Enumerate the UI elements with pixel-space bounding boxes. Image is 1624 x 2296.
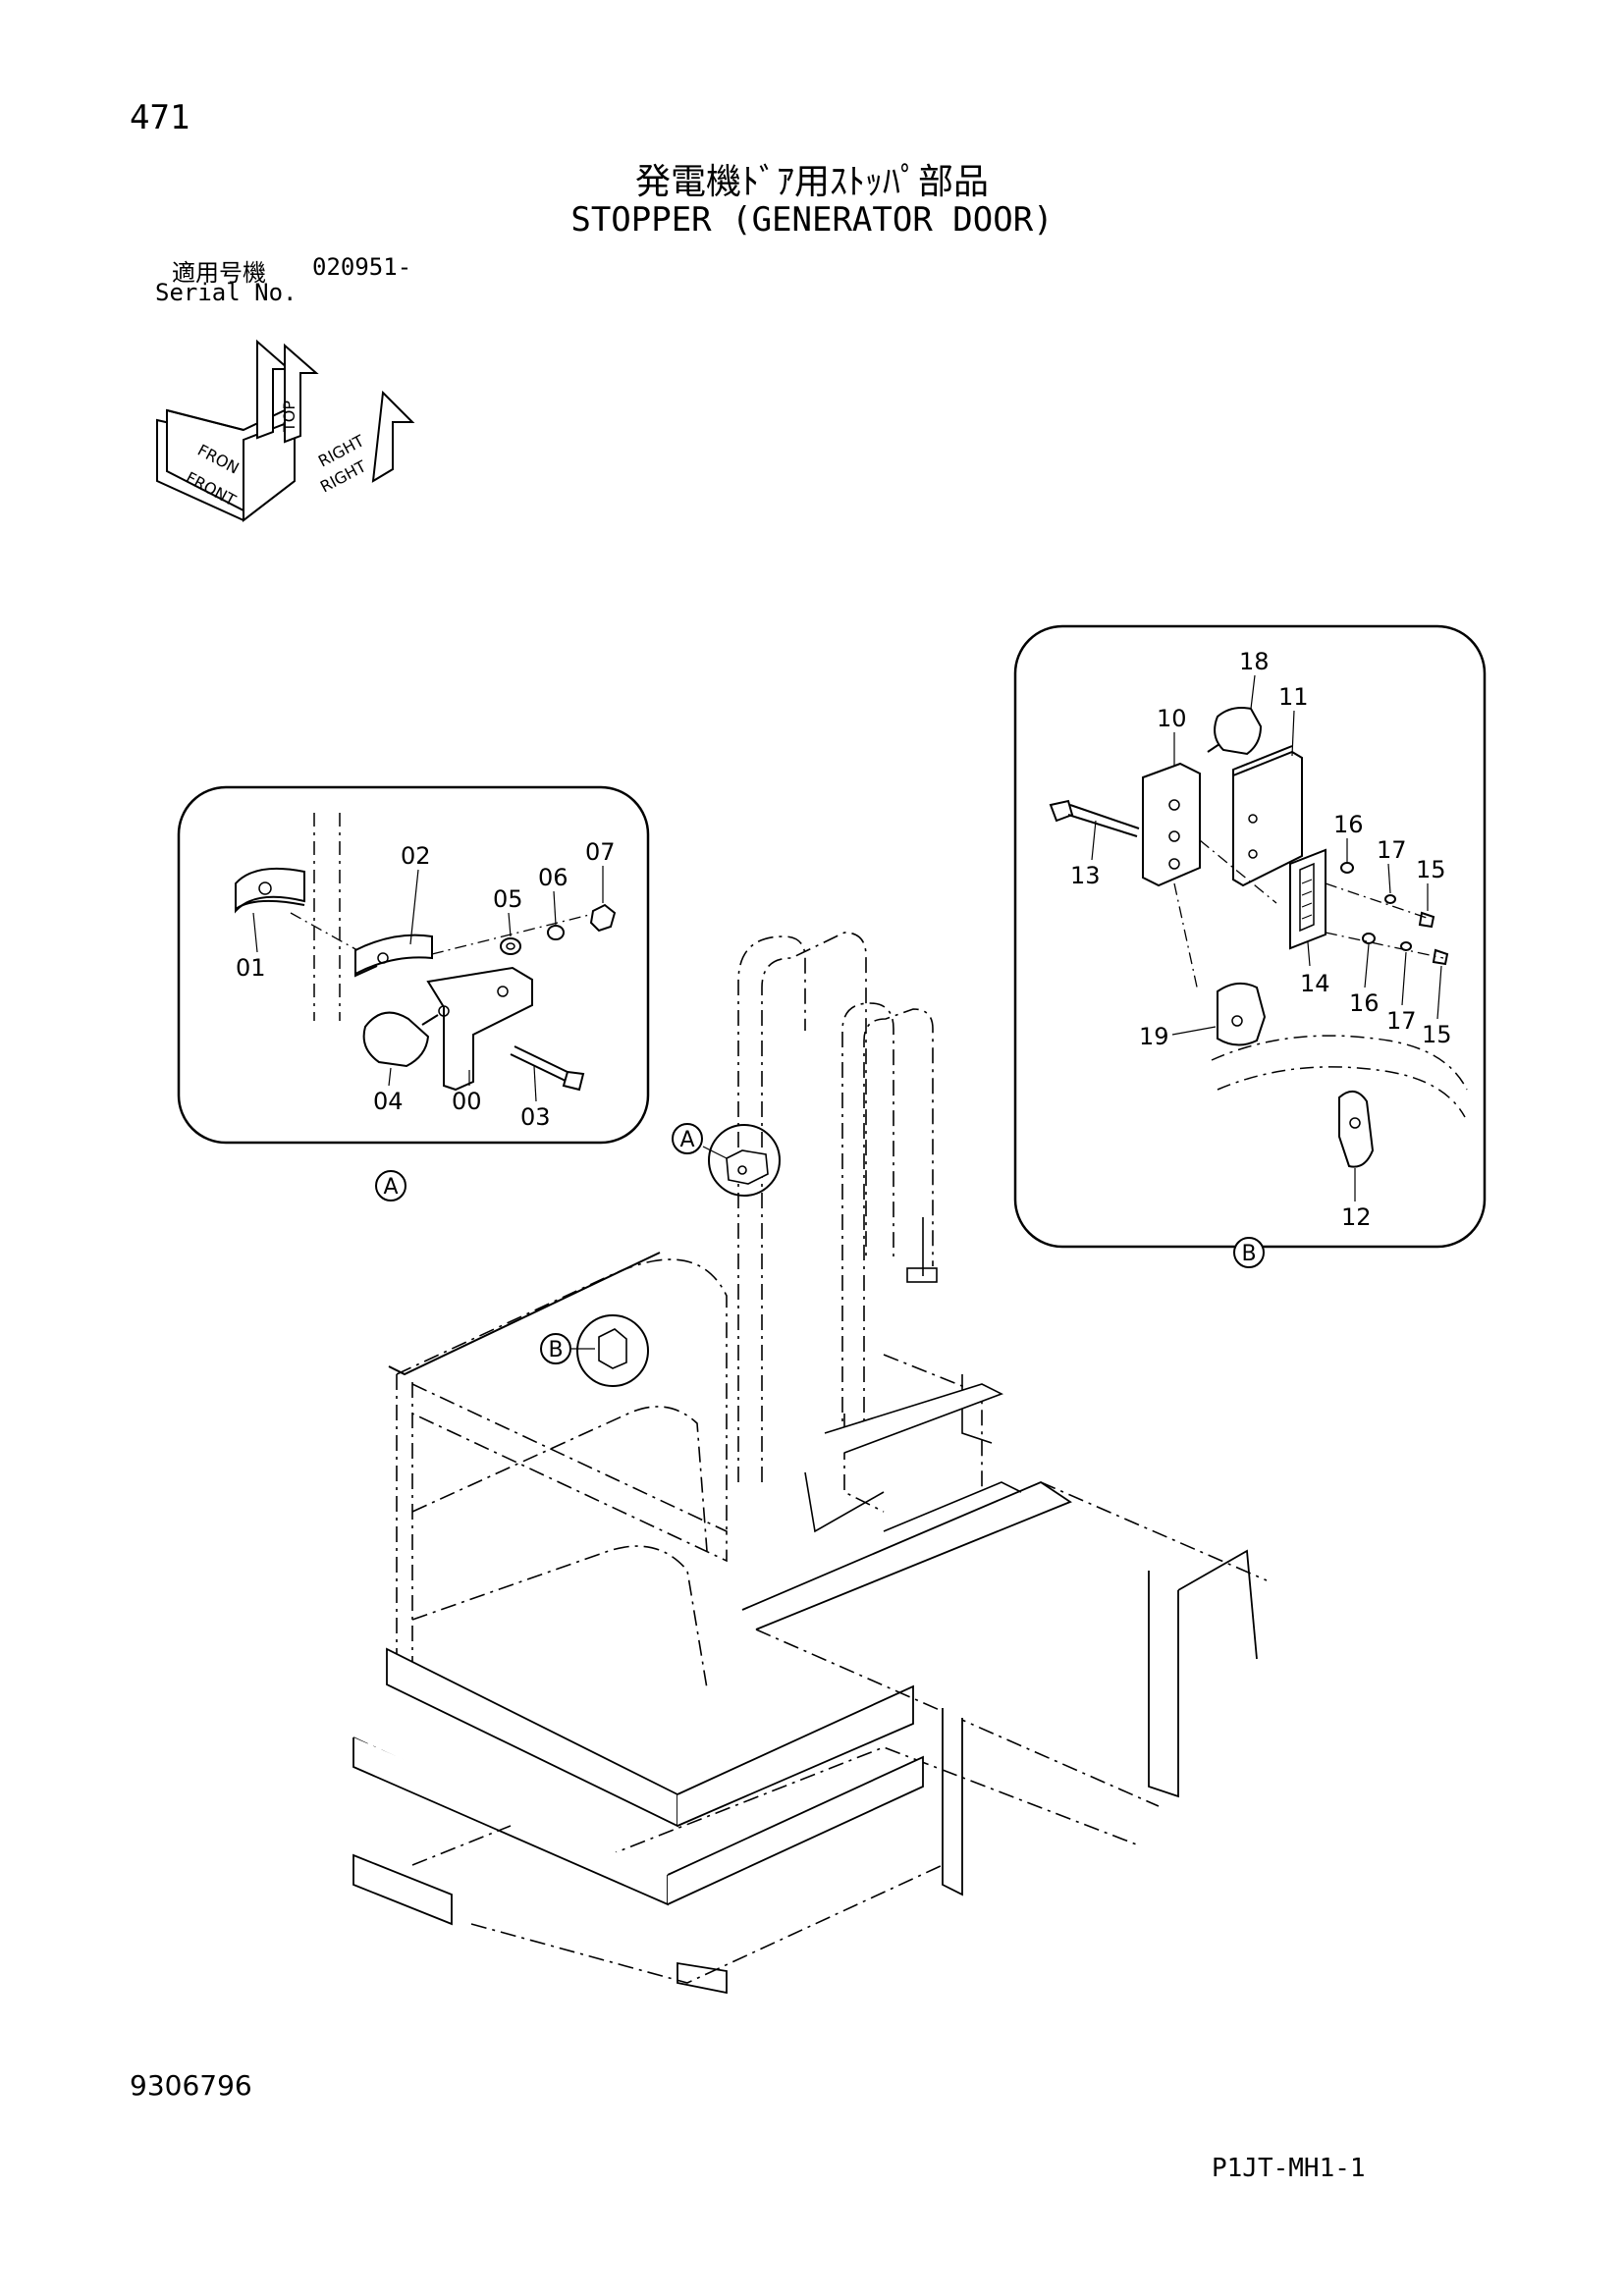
callout-17: 17: [1377, 836, 1407, 864]
stopper-plate-icon: [426, 966, 533, 1092]
page-code: P1JT-MH1-1: [1212, 2154, 1366, 2183]
callout-19: 19: [1139, 1023, 1169, 1050]
callout-03: 03: [520, 1103, 551, 1131]
clamp-half-icon: [354, 934, 433, 976]
reference-tag-b: B: [548, 1338, 563, 1362]
callout-05: 05: [493, 885, 523, 913]
rubber-stopper-icon: [362, 1011, 430, 1068]
callout-15: 15: [1416, 856, 1446, 883]
clamp-part-icon: [1217, 982, 1267, 1046]
detail-b-panel: 18 11 10 13 16 17 15 14 16 17 15 19 12 B: [1013, 624, 1487, 1268]
callout-16: 16: [1349, 989, 1380, 1017]
callout-15: 15: [1422, 1021, 1452, 1048]
lock-washer-icon: [547, 925, 565, 940]
callout-01: 01: [236, 954, 266, 982]
callout-00: 00: [452, 1088, 482, 1115]
callout-07: 07: [585, 838, 616, 866]
document-number: 9306796: [130, 2069, 252, 2102]
callout-02: 02: [401, 842, 431, 870]
screw-icon: [1432, 948, 1449, 966]
nut-icon: [589, 903, 617, 933]
title-english: STOPPER (GENERATOR DOOR): [570, 200, 1054, 240]
detail-tag-a: A: [383, 1175, 398, 1200]
callout-17: 17: [1386, 1007, 1417, 1035]
washer-icon: [500, 937, 521, 955]
callout-04: 04: [373, 1088, 404, 1115]
screw-icon: [1418, 911, 1435, 929]
callout-11: 11: [1278, 683, 1309, 711]
hinge-icon: [1289, 848, 1326, 950]
main-assembly-view: A B: [352, 932, 1268, 1995]
reference-tag-a: A: [679, 1128, 694, 1152]
callout-14: 14: [1300, 970, 1330, 997]
serial-label-english: Serial No.: [155, 279, 298, 306]
detail-tag-b: B: [1241, 1242, 1256, 1266]
washer-icon: [1340, 862, 1354, 874]
serial-label-japanese: 適用号機: [172, 259, 266, 287]
plate-icon: [1142, 762, 1201, 887]
callout-12: 12: [1341, 1203, 1372, 1231]
clamp-part-icon: [235, 867, 305, 914]
orientation-label: TOP: [280, 400, 298, 433]
callout-10: 10: [1157, 705, 1187, 732]
washer-icon: [1362, 933, 1376, 944]
serial-value: 020951-: [312, 253, 412, 281]
callout-06: 06: [538, 864, 568, 891]
orientation-cube-icon: FRON FRONT TOP RIGHT RIGHT: [156, 339, 415, 523]
page-number: 471: [130, 98, 190, 137]
callout-16: 16: [1333, 811, 1364, 838]
bolt-icon: [1049, 799, 1074, 823]
rubber-stopper-icon: [1214, 707, 1263, 756]
lock-washer-icon: [1384, 894, 1396, 904]
callout-18: 18: [1239, 648, 1270, 675]
callout-13: 13: [1070, 862, 1101, 889]
detail-a-panel: 02 07 06 05 01 04 00 03 A: [177, 785, 650, 1201]
bolt-icon: [514, 1045, 572, 1075]
stopper-block-icon: [1338, 1091, 1375, 1168]
title-japanese: 発電機ﾄﾞｱ用ｽﾄｯﾊﾟ部品: [634, 162, 989, 202]
